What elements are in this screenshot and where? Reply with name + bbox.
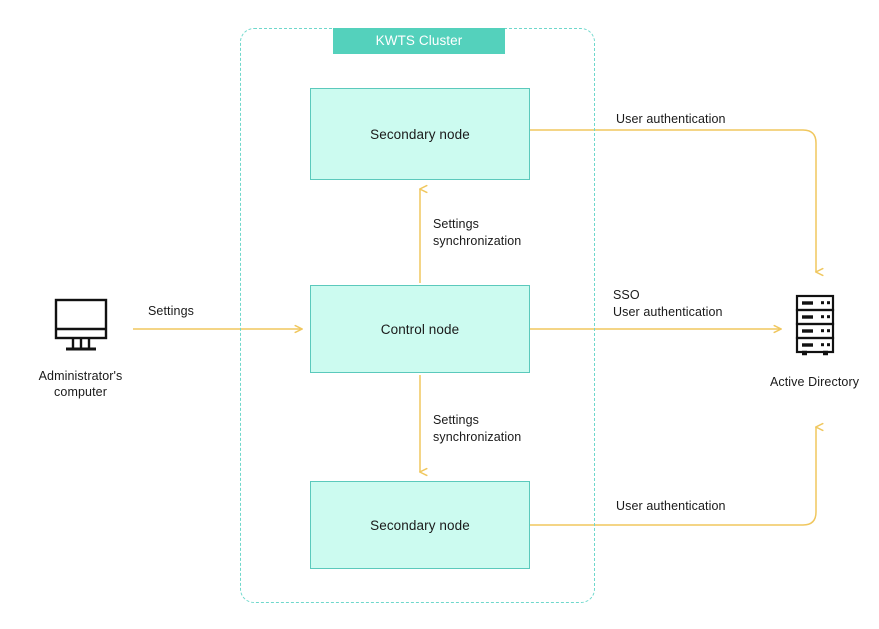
kwts-cluster-title: KWTS Cluster	[333, 28, 505, 54]
node-control: Control node	[310, 285, 530, 373]
monitor-icon	[54, 298, 107, 351]
active-directory-caption: Active Directory	[769, 375, 860, 389]
edge-label-sso-auth: SSO User authentication	[613, 288, 723, 319]
edge-label-auth-top: User authentication	[616, 112, 726, 126]
administrator-computer-caption: Administrator's computer	[38, 369, 123, 399]
endpoint-active-directory: Active Directory	[762, 292, 867, 390]
node-secondary-top: Secondary node	[310, 88, 530, 180]
endpoint-administrator-computer: Administrator's computer	[18, 296, 143, 400]
edge-label-auth-bottom: User authentication	[616, 499, 726, 513]
edge-label-settings: Settings	[148, 304, 194, 318]
node-secondary-bottom: Secondary node	[310, 481, 530, 569]
server-rack-icon	[795, 294, 834, 356]
edge-label-sync-top: Settings synchronization	[433, 217, 522, 248]
edge-label-sync-bottom: Settings synchronization	[433, 413, 522, 444]
